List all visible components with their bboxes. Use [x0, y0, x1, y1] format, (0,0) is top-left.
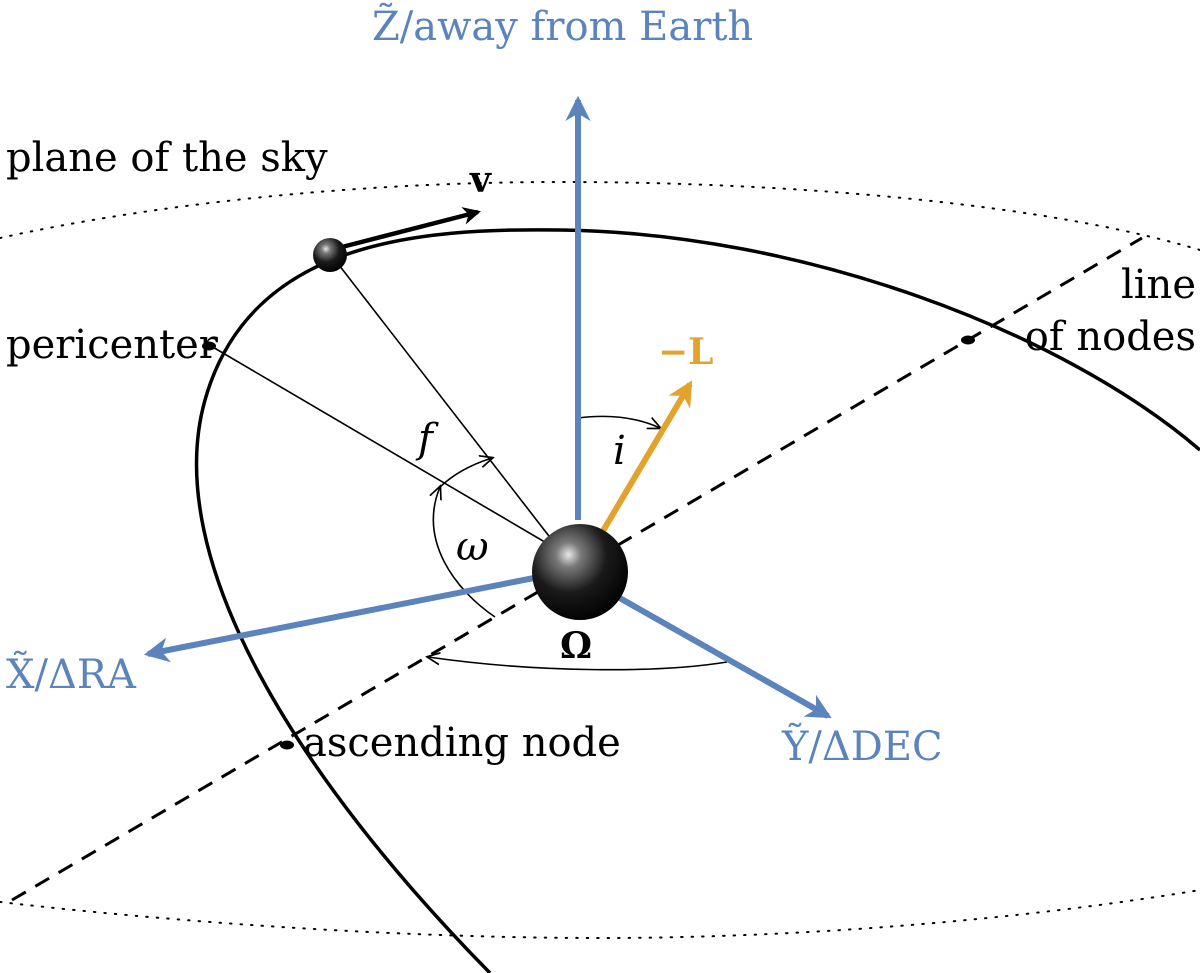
velocity-arrow: [341, 207, 481, 250]
inclination-arc: [577, 415, 660, 428]
true-anomaly-label: f: [415, 416, 439, 462]
y-axis-arrow: [600, 585, 832, 719]
arg-periapsis-label: ω: [456, 524, 489, 570]
orbiting-body-icon: [313, 238, 347, 272]
y-axis-label: Ỹ/ΔDEC: [781, 723, 943, 770]
body-radius-line: [331, 255, 553, 541]
true-anomaly-arc: [439, 458, 492, 488]
line-of-nodes-label-line1: line: [1121, 262, 1196, 308]
x-axis-arrow: [143, 575, 535, 663]
neg-L-label: −L: [658, 331, 713, 373]
descending-node-marker: [961, 335, 975, 345]
ascending-node-marker: [280, 740, 294, 750]
long-asc-node-label: Ω: [560, 625, 592, 667]
line-of-nodes-label-line2: of nodes: [1025, 314, 1196, 360]
z-axis-label: Z̃/away from Earth: [372, 3, 753, 50]
long-asc-node-arc: [428, 657, 728, 671]
arg-periapsis-arc: [433, 487, 496, 618]
plane-of-sky-outline: [0, 180, 1200, 940]
plane-of-sky-label: plane of the sky: [6, 135, 328, 181]
inclination-label: i: [613, 428, 626, 474]
central-star-icon: [532, 524, 628, 620]
pericenter-marker: [202, 341, 216, 351]
ascending-node-label: ascending node: [303, 720, 621, 766]
velocity-label: v: [469, 159, 492, 201]
neg-L-arrow: [597, 380, 693, 538]
x-axis-label: X̃/ΔRA: [6, 651, 137, 698]
pericenter-label: pericenter: [6, 322, 219, 368]
pericenter-radius-line: [210, 345, 556, 549]
